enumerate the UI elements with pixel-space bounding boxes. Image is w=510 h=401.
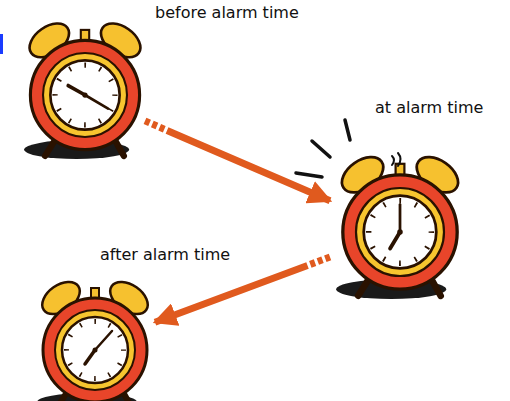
flow-arrow [145,121,330,201]
cut-mark [0,34,3,54]
alarm-clock [36,275,153,401]
hand-pivot [93,348,98,353]
hour-hand [390,232,400,249]
state-label: at alarm time [375,98,483,118]
state-label: before alarm time [155,3,299,23]
alarm-clock [23,17,146,159]
vibration-mark [392,156,394,165]
ringing-marks [296,120,401,177]
clock-hands [390,205,403,249]
minute-hand [85,95,108,109]
hour-hand [85,350,95,364]
state-label: after alarm time [100,245,230,265]
clock-node: after alarm time [35,288,155,401]
minute-hand [399,205,402,233]
alarm-clock [335,150,464,299]
clock-hands [68,86,108,109]
hand-pivot [397,229,403,235]
vibration-mark [398,153,401,166]
clock-node: at alarm time [330,162,470,300]
ring-line [296,173,322,177]
hand-pivot [82,92,87,97]
ring-line [345,120,350,140]
clock-hands [85,331,112,364]
clock-node: before alarm time [25,30,145,160]
hour-hand [68,86,85,95]
minute-hand [95,331,112,350]
ring-line [312,141,330,157]
flow-arrow [155,257,330,322]
